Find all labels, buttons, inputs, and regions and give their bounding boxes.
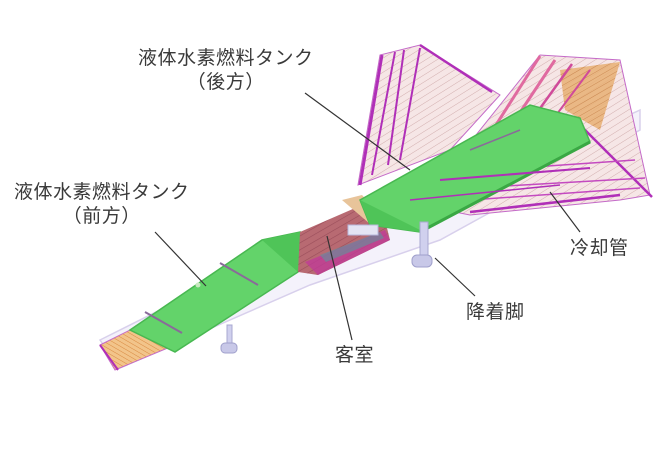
leader-lines	[154, 92, 581, 341]
leader-front-tank	[154, 231, 207, 287]
label-cooling-pipe: 冷却管	[570, 237, 629, 259]
wing-left	[357, 43, 501, 186]
rear-fuel-tank	[359, 104, 591, 234]
leader-rear-tank	[304, 92, 411, 171]
leader-cabin	[326, 235, 353, 341]
landing-gear	[220, 221, 433, 354]
leader-landing-gear	[434, 257, 476, 297]
front-fuel-tank	[128, 231, 310, 353]
label-landing-gear: 降着脚	[466, 301, 525, 323]
label-cabin: 客室	[335, 344, 375, 366]
label-front-tank: 液体水素燃料タンク （前方）	[14, 181, 190, 227]
label-rear-tank: 液体水素燃料タンク （後方）	[138, 47, 314, 93]
leader-cooling-pipe	[549, 191, 581, 233]
